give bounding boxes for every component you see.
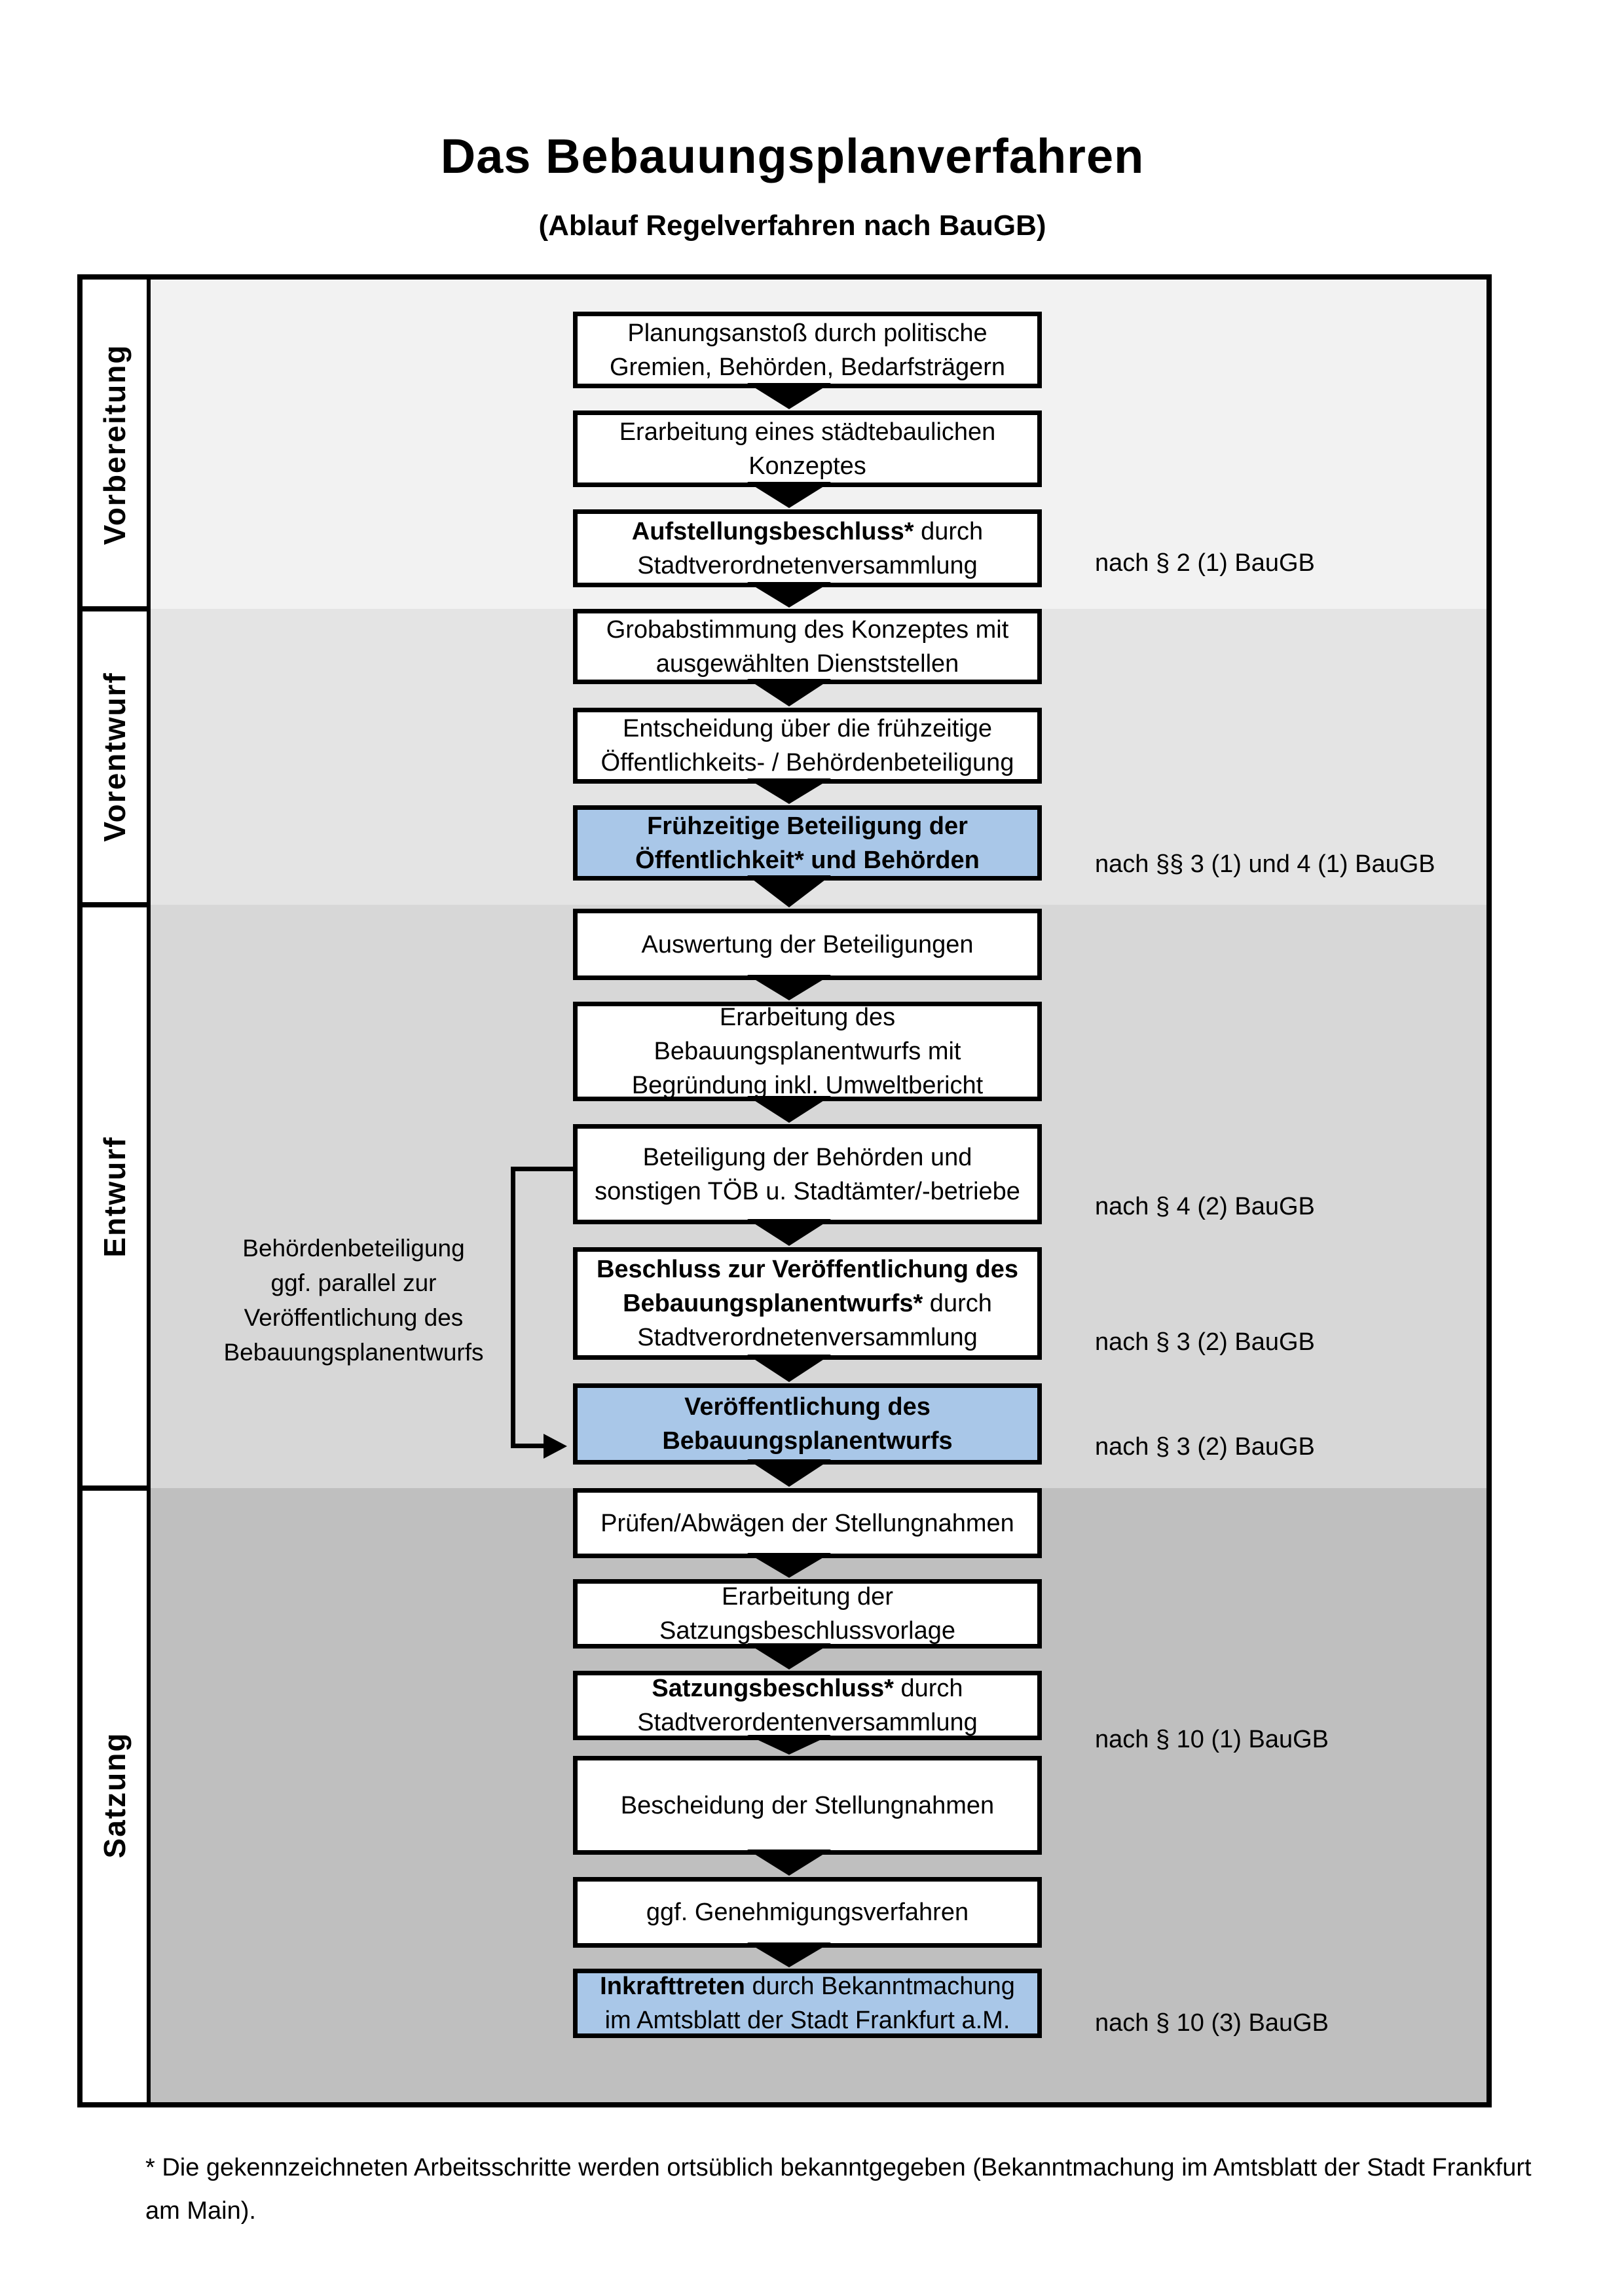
flow-box-text-segment: ggf. Genehmigungsverfahren (646, 1899, 969, 1926)
flow-box-text: Aufstellungsbeschluss* durch Stadtverord… (627, 515, 988, 583)
arrow-down-icon (747, 875, 831, 907)
flow-box-text-segment: Erarbeitung eines städtebaulichen Konzep… (619, 418, 996, 480)
flow-box-text: Beschluss zur Veröffentlichung des Bebau… (591, 1252, 1024, 1355)
arrow-down-icon (747, 975, 831, 1000)
arrow-down-icon (747, 1643, 831, 1669)
flow-box-13: Erarbeitung der Satzungsbeschlussvorlage (573, 1579, 1042, 1649)
phase-divider-line (83, 902, 151, 907)
flow-box-3: Aufstellungsbeschluss* durch Stadtverord… (573, 509, 1042, 587)
flow-box-14: Satzungsbeschluss* durch Stadtverordente… (573, 1671, 1042, 1740)
flow-box-text: Beteiligung der Behörden und sonstigen T… (589, 1140, 1025, 1209)
flow-box-text: Frühzeitige Beteiligung der Öffentlichke… (630, 809, 985, 877)
flow-box-10: Beschluss zur Veröffentlichung des Bebau… (573, 1247, 1042, 1360)
flow-box-text: Grobabstimmung des Konzeptes mit ausgewä… (601, 613, 1014, 681)
page-subtitle: (Ablauf Regelverfahren nach BauGB) (538, 210, 1046, 242)
flow-box-text-segment: durch Stadtverordentenversammlung (637, 1675, 978, 1736)
flow-box-text: Erarbeitung eines städtebaulichen Konzep… (614, 415, 1001, 483)
flow-box-17: Inkrafttreten durch Bekanntmachung im Am… (573, 1969, 1042, 2038)
flow-box-text: Erarbeitung des Bebauungsplanentwurfs mi… (627, 1000, 989, 1102)
flow-box-text-segment: Beschluss zur Veröffentlichung des Bebau… (596, 1256, 1019, 1317)
flow-box-8: Erarbeitung des Bebauungsplanentwurfs mi… (573, 1002, 1042, 1101)
flow-box-text-segment: durch Bekanntmachung im Amtsblatt der St… (604, 1973, 1015, 2034)
footnote: * Die gekennzeichneten Arbeitsschritte w… (145, 2154, 1532, 2225)
arrow-down-icon (747, 1553, 831, 1578)
flow-box-2: Erarbeitung eines städtebaulichen Konzep… (573, 410, 1042, 487)
parallel-connector-top-line (511, 1167, 574, 1171)
flow-box-text: Veröffentlichung des Bebauungsplanentwur… (657, 1390, 957, 1458)
phase-label-column (83, 280, 147, 2102)
flow-box-text: Planungsanstoß durch politische Gremien,… (604, 316, 1010, 384)
flow-box-text-segment: Prüfen/Abwägen der Stellungnahmen (600, 1509, 1014, 1537)
phase-label-vorbereitung: Vorbereitung (98, 344, 132, 545)
flow-box-text-segment: Bescheidung der Stellungnahmen (620, 1791, 995, 1819)
flow-box-text: ggf. Genehmigungsverfahren (641, 1895, 974, 1929)
flow-box-4: Grobabstimmung des Konzeptes mit ausgewä… (573, 609, 1042, 684)
phase-label-separator-line (147, 280, 151, 2102)
flow-box-text: Bescheidung der Stellungnahmen (616, 1789, 999, 1823)
parallel-connector-vertical-line (511, 1167, 515, 1446)
flow-box-7: Auswertung der Beteiligungen (573, 909, 1042, 980)
flow-box-text: Entscheidung über die frühzeitige Öffent… (596, 712, 1020, 780)
flow-box-text-segment: Grobabstimmung des Konzeptes mit ausgewä… (606, 615, 1009, 678)
flow-box-text: Erarbeitung der Satzungsbeschlussvorlage (654, 1580, 961, 1648)
legal-ref-2: nach §§ 3 (1) und 4 (1) BauGB (1095, 850, 1435, 878)
flow-box-text-segment: Erarbeitung des Bebauungsplanentwurfs mi… (631, 1004, 984, 1099)
flow-box-16: ggf. Genehmigungsverfahren (573, 1877, 1042, 1948)
legal-ref-3: nach § 4 (2) BauGB (1095, 1193, 1315, 1220)
flow-box-text: Prüfen/Abwägen der Stellungnahmen (595, 1506, 1020, 1540)
legal-ref-7: nach § 10 (3) BauGB (1095, 2009, 1329, 2037)
arrow-down-icon (747, 1355, 831, 1382)
flow-box-text-segment: Frühzeitige Beteiligung der Öffentlichke… (635, 812, 980, 874)
flow-box-11: Veröffentlichung des Bebauungsplanentwur… (573, 1383, 1042, 1465)
side-note: Behördenbeteiligung ggf. parallel zur Ve… (223, 1235, 484, 1366)
flow-box-text: Auswertung der Beteiligungen (636, 928, 978, 962)
phase-divider-line (83, 1485, 151, 1491)
legal-ref-5: nach § 3 (2) BauGB (1095, 1433, 1315, 1461)
flow-box-text-segment: Veröffentlichung des Bebauungsplanentwur… (662, 1393, 953, 1455)
flow-box-text: Satzungsbeschluss* durch Stadtverordente… (632, 1671, 983, 1740)
arrow-down-icon (747, 1219, 831, 1246)
flow-box-text-segment: Planungsanstoß durch politische Gremien,… (609, 319, 1006, 381)
parallel-connector-arrowhead-icon (544, 1434, 567, 1459)
arrow-down-icon (747, 1096, 831, 1123)
page-title: Das Bebauungsplanverfahren (440, 129, 1145, 183)
flow-box-text-segment: Beteiligung der Behörden und sonstigen T… (595, 1143, 1020, 1205)
legal-ref-6: nach § 10 (1) BauGB (1095, 1726, 1329, 1753)
flow-box-text-segment: Entscheidung über die frühzeitige Öffent… (600, 715, 1014, 776)
flow-box-5: Entscheidung über die frühzeitige Öffent… (573, 708, 1042, 784)
arrow-down-icon (747, 1459, 831, 1487)
arrow-down-icon (747, 679, 831, 706)
flow-box-1: Planungsanstoß durch politische Gremien,… (573, 312, 1042, 388)
arrow-down-icon (747, 778, 831, 804)
arrow-down-icon (747, 482, 831, 508)
flow-box-text-segment: durch Stadtverordnetenversammlung (637, 517, 984, 579)
parallel-connector-bottom-line (511, 1444, 545, 1448)
phase-label-satzung: Satzung (98, 1732, 132, 1859)
flow-box-text-segment: Inkrafttreten (600, 1973, 745, 2000)
arrow-down-icon (747, 1942, 831, 1967)
legal-ref-4: nach § 3 (2) BauGB (1095, 1328, 1315, 1356)
flow-box-12: Prüfen/Abwägen der Stellungnahmen (573, 1488, 1042, 1558)
flow-box-text-segment: durch Stadtverordnetenversammlung (637, 1290, 992, 1351)
flow-box-text-segment: Satzungsbeschluss* (652, 1675, 894, 1702)
flow-box-text: Inkrafttreten durch Bekanntmachung im Am… (595, 1969, 1020, 2037)
flow-box-15: Bescheidung der Stellungnahmen (573, 1756, 1042, 1855)
flow-box-6: Frühzeitige Beteiligung der Öffentlichke… (573, 805, 1042, 881)
arrow-down-icon (747, 383, 831, 409)
flow-box-text-segment: Erarbeitung der Satzungsbeschlussvorlage (659, 1583, 956, 1645)
phase-label-vorentwurf: Vorentwurf (98, 672, 132, 842)
arrow-down-icon (747, 1850, 831, 1876)
phase-label-entwurf: Entwurf (98, 1135, 132, 1258)
phase-divider-line (83, 606, 151, 611)
arrow-down-icon (747, 1735, 831, 1755)
flow-box-text-segment: Auswertung der Beteiligungen (641, 930, 974, 958)
flow-box-text-segment: Aufstellungsbeschluss* (631, 517, 914, 545)
legal-ref-1: nach § 2 (1) BauGB (1095, 549, 1315, 577)
arrow-down-icon (747, 582, 831, 608)
flow-box-9: Beteiligung der Behörden und sonstigen T… (573, 1124, 1042, 1224)
